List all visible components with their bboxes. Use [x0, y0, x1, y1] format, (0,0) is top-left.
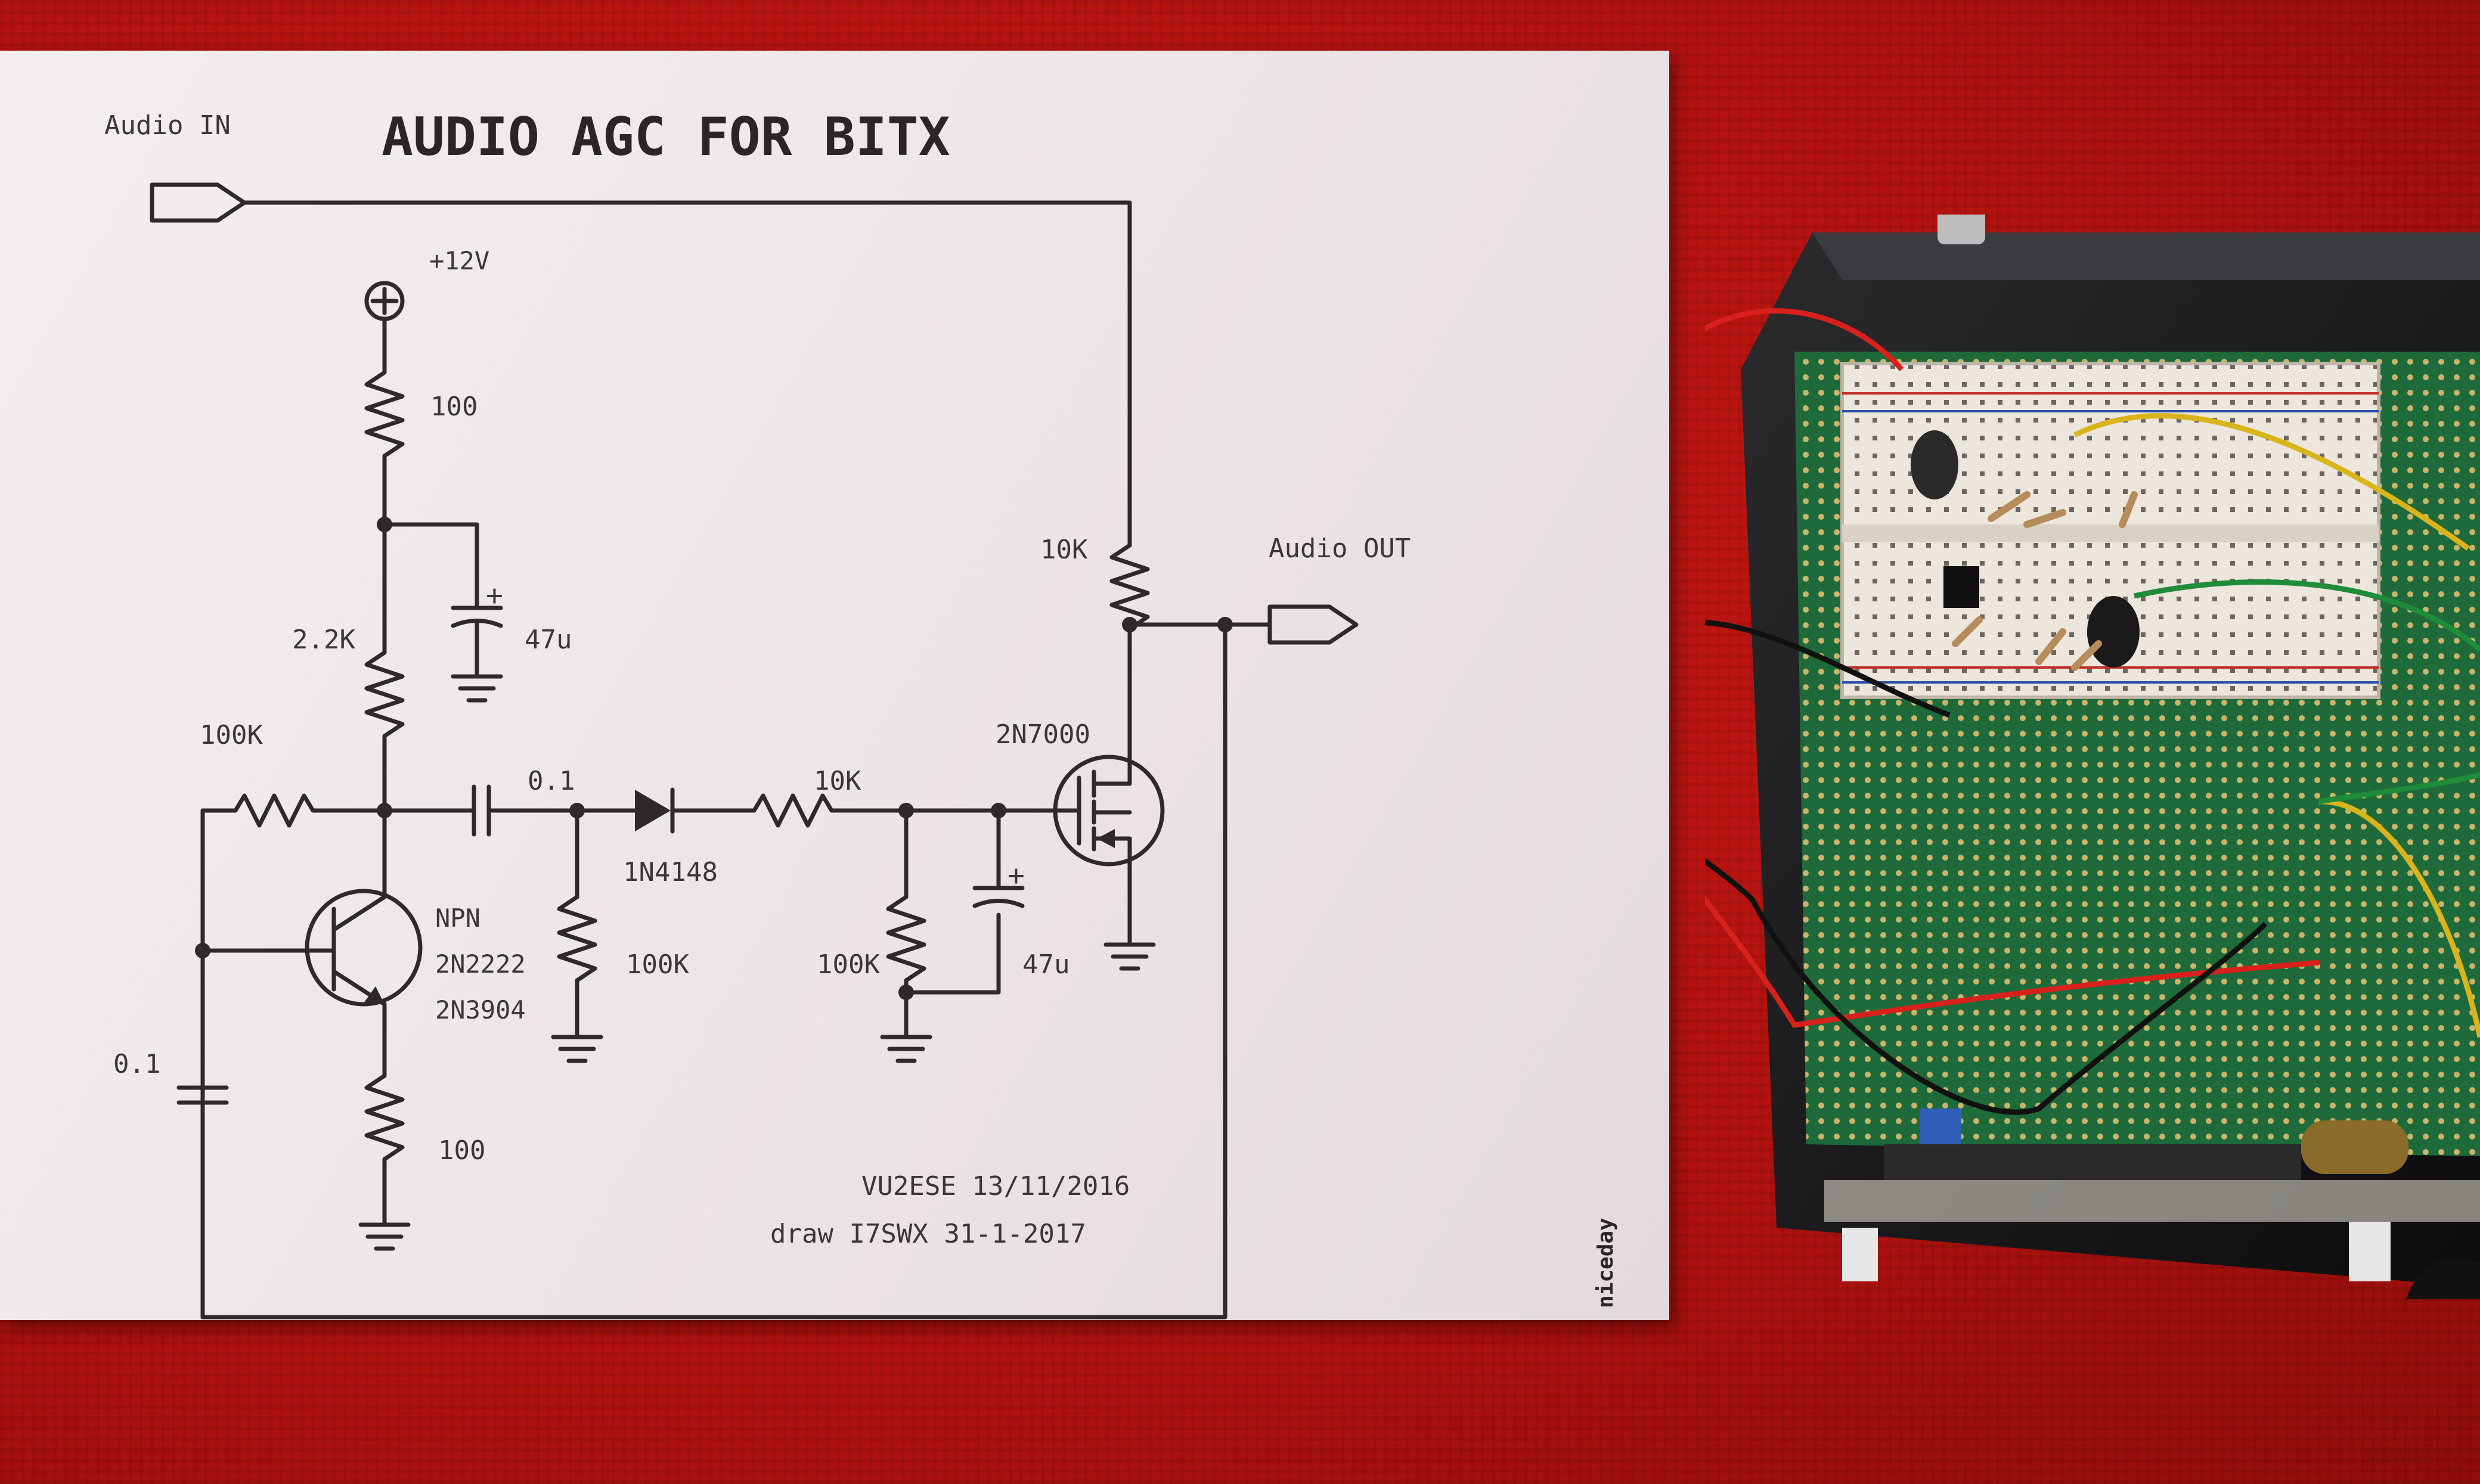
agc-device-enclosure	[1705, 215, 2480, 1299]
resistor-feedback-label: 100K	[200, 720, 263, 750]
wire-green	[2134, 579, 2480, 652]
resistor-mid-label: 2.2K	[292, 625, 355, 655]
npn-part2-label: 2N3904	[435, 995, 526, 1024]
credit-drawer: draw I7SWX 31-1-2017	[770, 1219, 1086, 1249]
svg-text:+: +	[1008, 859, 1025, 892]
resistor-series-label: 10K	[814, 766, 861, 796]
resistors	[1952, 491, 2138, 671]
wire-red	[1705, 308, 2320, 1028]
resistor-mid	[364, 650, 405, 738]
audio-in-label: Audio IN	[104, 110, 231, 141]
resistor-emitter	[364, 1073, 405, 1162]
resistor-emitter-label: 100	[438, 1135, 485, 1166]
schematic-drawing: AUDIO AGC FOR BITX Audio IN Audio OUT +1…	[104, 106, 1618, 1320]
mosfet-label: 2N7000	[996, 719, 1090, 750]
resistor-gate-label: 100K	[817, 949, 880, 980]
resistor-feedback	[200, 793, 387, 828]
npn-transistor	[305, 889, 423, 1007]
capacitor-supply-label: 47u	[525, 625, 572, 655]
potentiometer	[2301, 1120, 2408, 1174]
output-connector	[1267, 604, 1359, 645]
transistor	[1943, 566, 1979, 608]
capacitor-gate-label: 47u	[1022, 949, 1070, 980]
resistor-series	[670, 793, 909, 828]
resistor-drain-label: 10K	[1040, 535, 1088, 565]
diode-label: 1N4148	[623, 857, 718, 887]
schematic-paper: AUDIO AGC FOR BITX Audio IN Audio OUT +1…	[0, 51, 1669, 1320]
wire-yellow	[2073, 413, 2470, 551]
schematic-title: AUDIO AGC FOR BITX	[382, 106, 950, 167]
audio-jack	[1938, 215, 1985, 244]
input-wire	[242, 200, 1132, 548]
paper-brand: niceday	[1594, 1218, 1618, 1308]
credit-author: VU2ESE 13/11/2016	[861, 1171, 1130, 1202]
electrolytic-capacitor-2	[2087, 596, 2140, 668]
capacitor-coupling-label: 0.1	[528, 766, 575, 796]
trimmer	[1920, 1109, 1961, 1144]
knob	[2406, 1258, 2480, 1299]
capacitor-base-label: 0.1	[113, 1049, 160, 1079]
resistor-drain	[1109, 543, 1150, 631]
resistor-top-label: 100	[430, 392, 478, 422]
resistor-gate	[886, 895, 926, 983]
electrolytic-capacitor	[1911, 430, 1958, 499]
resistor-top	[364, 370, 405, 458]
supply-label: +12V	[429, 246, 489, 275]
audio-out-label: Audio OUT	[1269, 533, 1410, 564]
wire-black	[1705, 619, 2268, 1115]
npn-type-label: NPN	[435, 904, 480, 933]
svg-text:+: +	[486, 579, 503, 612]
resistor-diode-shunt-label: 100K	[626, 949, 689, 980]
input-connector	[150, 182, 247, 223]
pin-header	[1884, 1144, 2301, 1180]
npn-part1-label: 2N2222	[435, 949, 526, 979]
resistor-diode-shunt	[557, 895, 597, 983]
diode	[635, 790, 671, 831]
